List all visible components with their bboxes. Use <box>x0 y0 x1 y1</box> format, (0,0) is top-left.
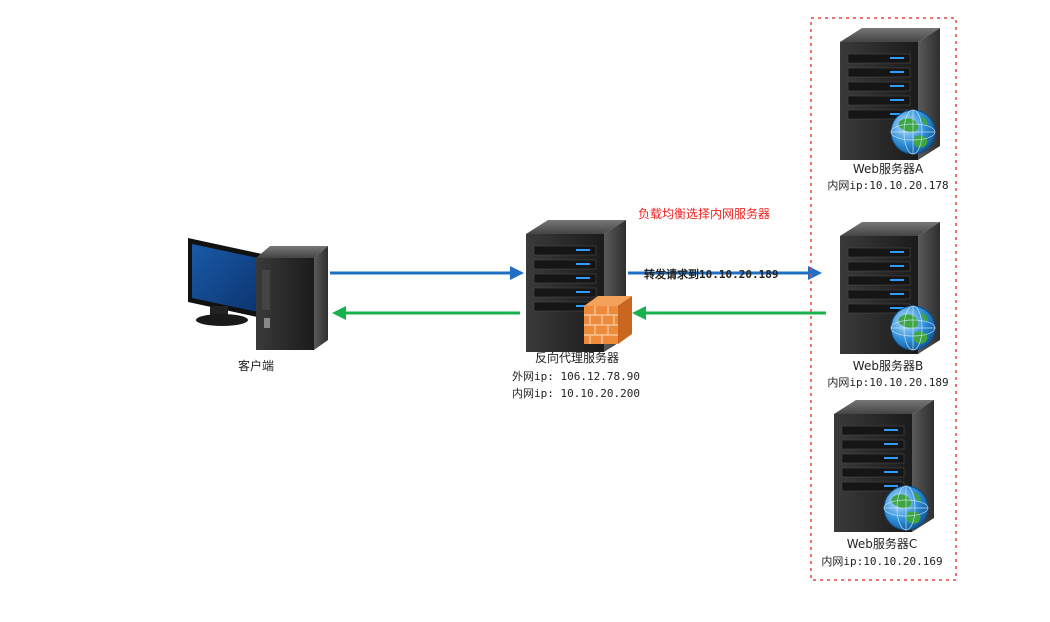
desktop-computer-icon <box>188 238 328 350</box>
response-arrow-proxy-to-client <box>332 306 520 320</box>
client-label: 客户端 <box>238 358 274 373</box>
forward-note: 转发请求到10.10.20.189 <box>644 267 778 281</box>
server-b-ip: 内网ip:10.10.20.189 <box>827 375 948 389</box>
response-arrow-server-to-proxy <box>632 306 826 320</box>
proxy-internal-ip: 内网ip: 10.10.20.200 <box>512 386 640 400</box>
globe-icon <box>883 485 929 531</box>
proxy-public-ip: 外网ip: 106.12.78.90 <box>512 370 640 383</box>
globe-icon <box>890 109 936 155</box>
server-c-ip: 内网ip:10.10.20.169 <box>821 554 942 568</box>
globe-icon <box>890 305 936 351</box>
proxy-label: 反向代理服务器 <box>535 350 619 365</box>
load-balance-note: 负载均衡选择内网服务器 <box>638 206 770 221</box>
firewall-icon <box>584 296 632 344</box>
server-b-label: Web服务器B <box>853 358 923 373</box>
web-server-group-border <box>810 17 957 581</box>
server-a-ip: 内网ip:10.10.20.178 <box>827 178 948 192</box>
request-arrow-client-to-proxy <box>330 266 524 280</box>
server-c-label: Web服务器C <box>847 536 918 551</box>
server-a-label: Web服务器A <box>853 161 924 176</box>
